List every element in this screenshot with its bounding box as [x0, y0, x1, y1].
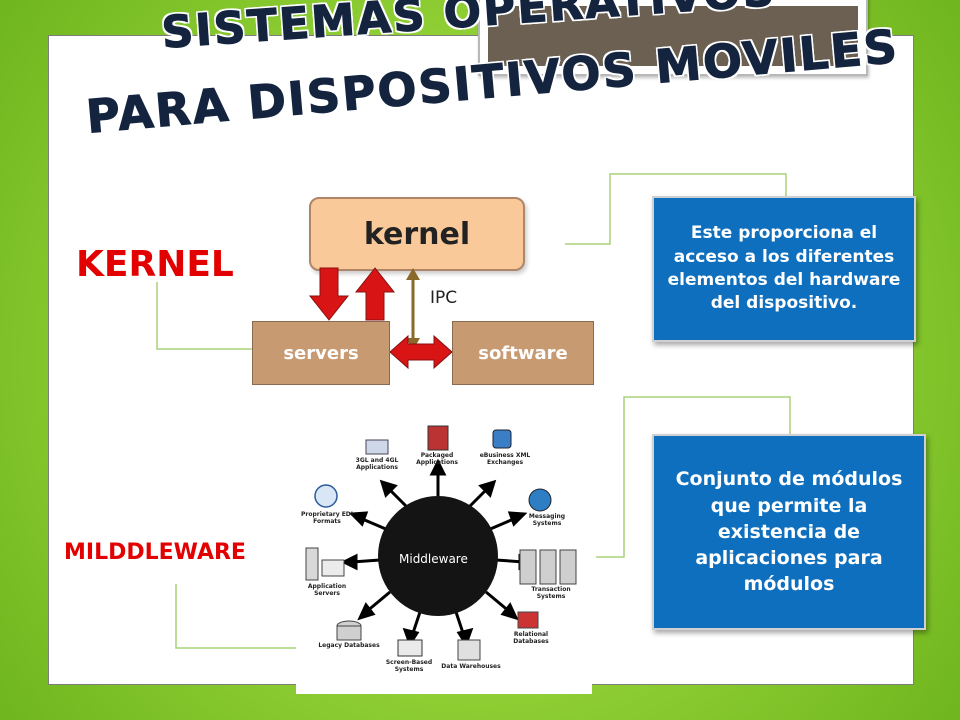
node-3gl-4gl-applications: 3GL and 4GL Applications: [355, 457, 399, 471]
warehouse-cube-icon: [457, 639, 481, 661]
node-messaging-systems: Messaging Systems: [528, 513, 566, 527]
terminal-icon: [397, 639, 423, 657]
monitor-icon: [321, 559, 345, 577]
node-screen-based-systems: Screen-Based Systems: [385, 659, 433, 673]
connector-kernel-label: [156, 282, 252, 350]
middleware-description-box: Conjunto de módulos que permite la exist…: [652, 434, 926, 630]
arrow-down-icon: [308, 267, 350, 321]
kernel-description-box: Este proporciona el acceso a los diferen…: [652, 196, 916, 342]
robot-icon: [492, 429, 512, 449]
ipc-label: IPC: [430, 288, 458, 308]
servers-box: servers: [252, 321, 390, 385]
middleware-hub: [378, 496, 498, 616]
title-decoration: [478, 0, 868, 76]
node-legacy-databases: Legacy Databases: [318, 642, 380, 649]
swift-globe-icon: [314, 484, 338, 508]
server-tower-icon: [305, 547, 319, 581]
relational-db-icon: [517, 611, 539, 629]
middleware-node-icons: [305, 425, 577, 661]
connector-middleware-label: [175, 584, 296, 649]
kernel-section-label: KERNEL: [76, 244, 234, 285]
middleware-section-label: MILDDLEWARE: [64, 540, 246, 565]
mainframe-icon-2: [539, 549, 557, 585]
node-relational-databases: Relational Databases: [513, 631, 549, 645]
connector-middleware-description: [596, 396, 791, 558]
middleware-hub-label: Middleware: [399, 552, 468, 566]
node-application-servers: Application Servers: [307, 583, 347, 597]
mainframe-icon-1: [519, 549, 537, 585]
connector-kernel-description: [565, 173, 787, 245]
software-box: software: [452, 321, 594, 385]
messaging-icon: [528, 488, 552, 512]
kernel-box: kernel: [309, 197, 525, 271]
computer-icon: [365, 439, 389, 455]
ipc-arrow-top-head: [406, 268, 420, 280]
arrow-up-icon: [354, 267, 396, 321]
node-packaged-applications: Packaged Applications: [416, 452, 458, 466]
node-data-warehouses: Data Warehouses: [441, 663, 501, 670]
node-transaction-systems: Transaction Systems: [531, 586, 571, 600]
mainframe-icon-3: [559, 549, 577, 585]
node-ebusiness-xml-exchanges: eBusiness XML Exchanges: [479, 452, 531, 466]
title-decoration-fill: [488, 6, 858, 66]
node-proprietary-edi-formats: Proprietary EDI Formats: [300, 511, 354, 525]
package-icon: [427, 425, 449, 451]
